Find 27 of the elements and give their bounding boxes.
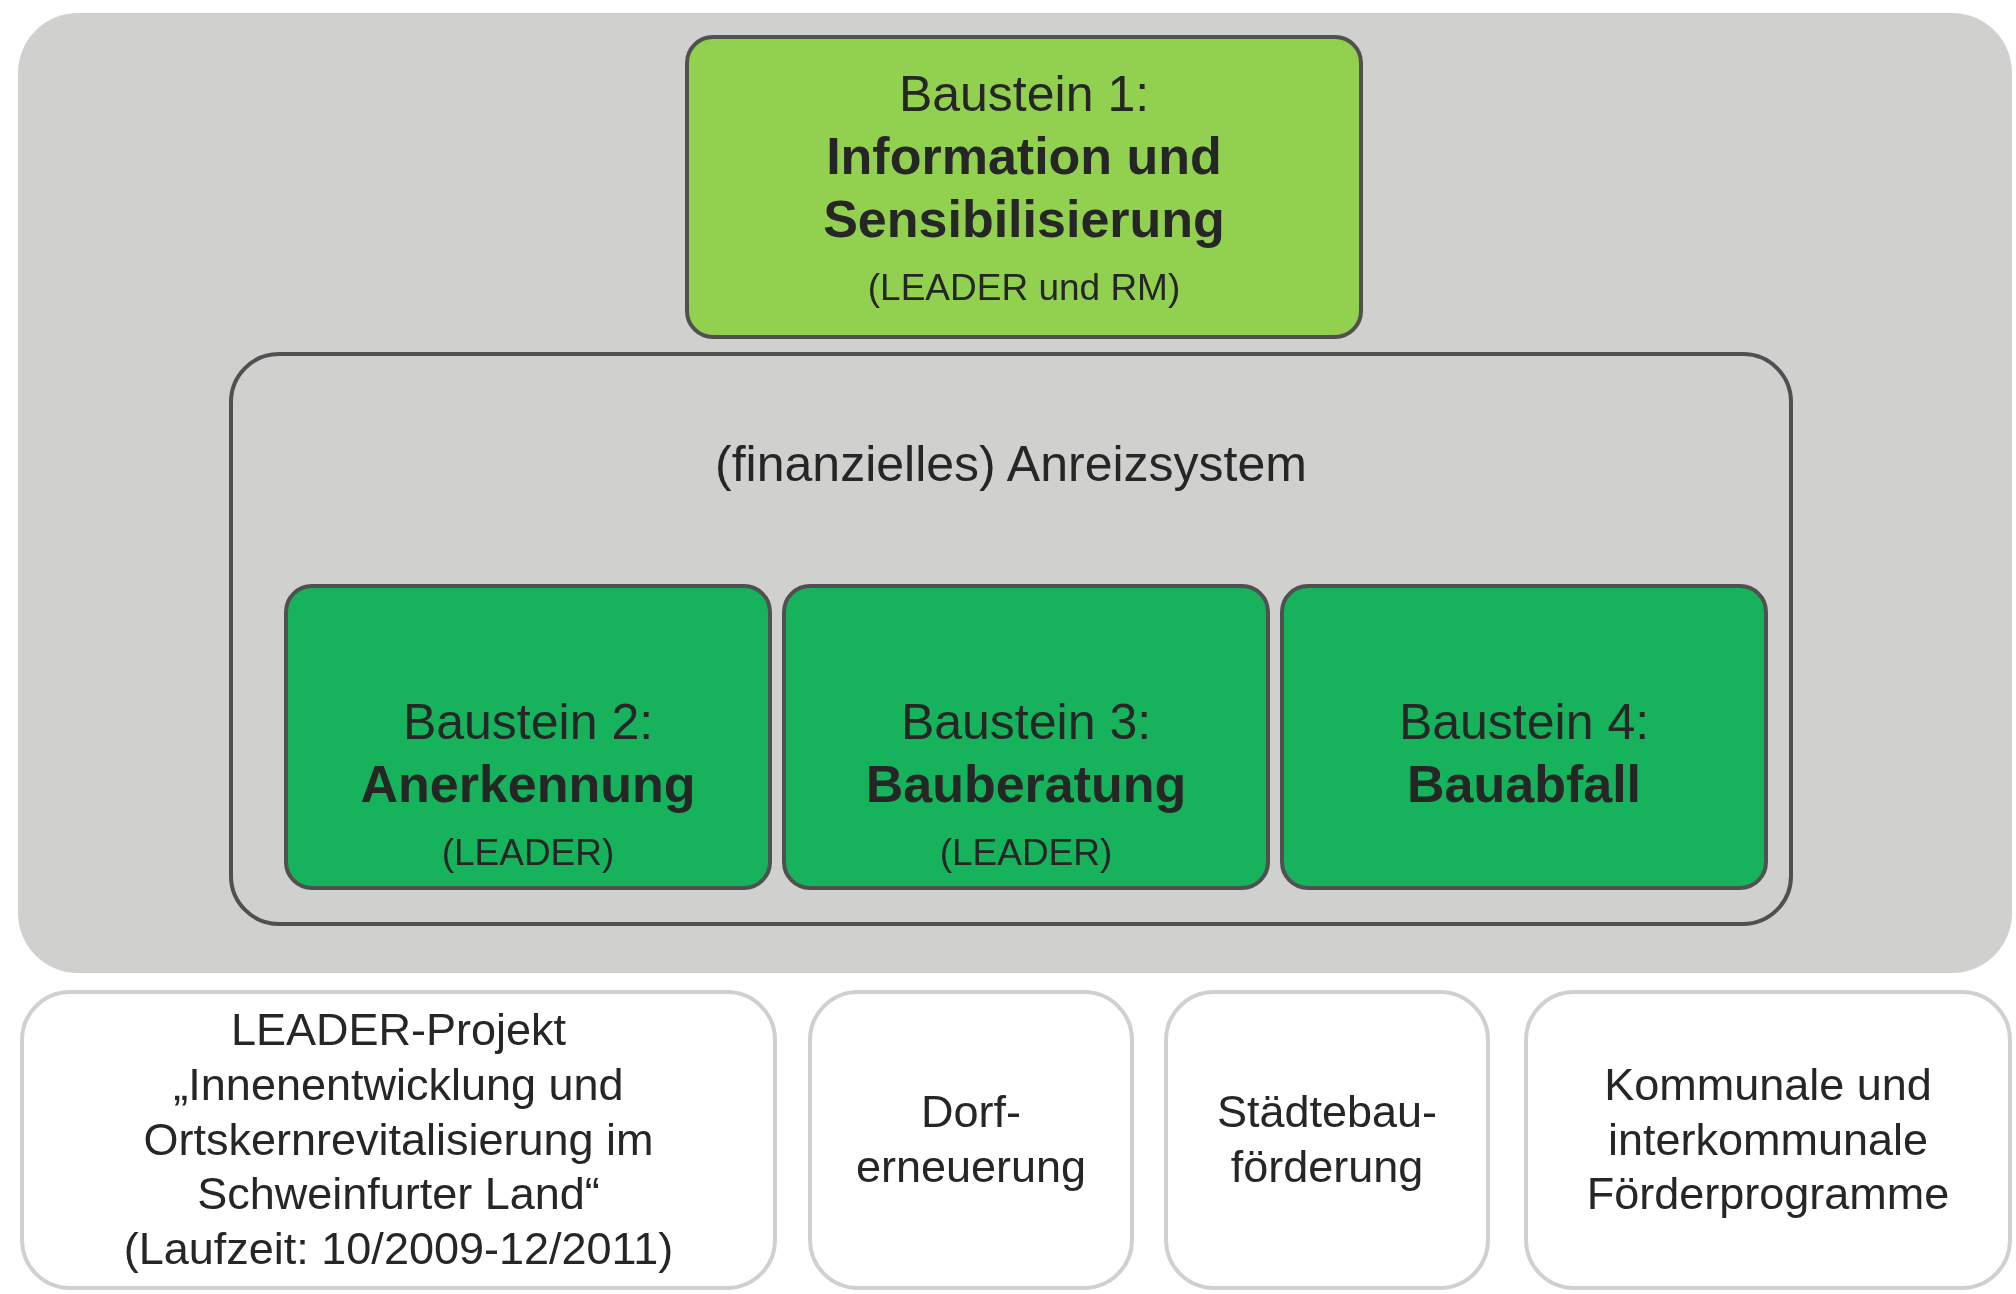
funding-text: Dorf- erneuerung: [854, 1085, 1088, 1194]
module-box: [782, 584, 1270, 890]
funding-box: [1524, 990, 2012, 1290]
module-box: [685, 35, 1363, 339]
funding-note: (LEADER): [938, 831, 1114, 876]
group-frame: [229, 352, 1793, 926]
module-box: [1280, 584, 1768, 890]
funding-note: (LEADER): [440, 831, 616, 876]
module-title: Bauabfall: [1405, 754, 1643, 815]
funding-box: [1164, 990, 1490, 1290]
funding-box: [20, 990, 777, 1290]
module-number: Baustein 4:: [1397, 693, 1651, 752]
module-number: Baustein 3:: [899, 693, 1153, 752]
funding-box: [808, 990, 1134, 1290]
background-panel: [18, 13, 2012, 973]
funding-text: LEADER-Projekt „Innenentwicklung und Ortskernrevitalisierung im Schweinfurter Land“: [142, 1002, 655, 1222]
module-number: Baustein 2:: [401, 693, 655, 752]
module-number: Baustein 1:: [897, 64, 1151, 124]
funding-text: (Laufzeit: 10/2009-12/2011): [122, 1222, 675, 1277]
module-box: [284, 584, 772, 890]
funding-text: Kommunale und interkommunale Förderprogramme: [1585, 1057, 1951, 1222]
module-title: Bauberatung: [864, 754, 1188, 815]
funding-text: Städtebau- förderung: [1215, 1085, 1439, 1194]
funding-note: (LEADER und RM): [866, 266, 1182, 311]
module-title: Anerkennung: [359, 754, 697, 815]
module-title: Information und Sensibilisierung: [822, 125, 1226, 250]
group-title: (finanzielles) Anreizsystem: [714, 435, 1308, 494]
